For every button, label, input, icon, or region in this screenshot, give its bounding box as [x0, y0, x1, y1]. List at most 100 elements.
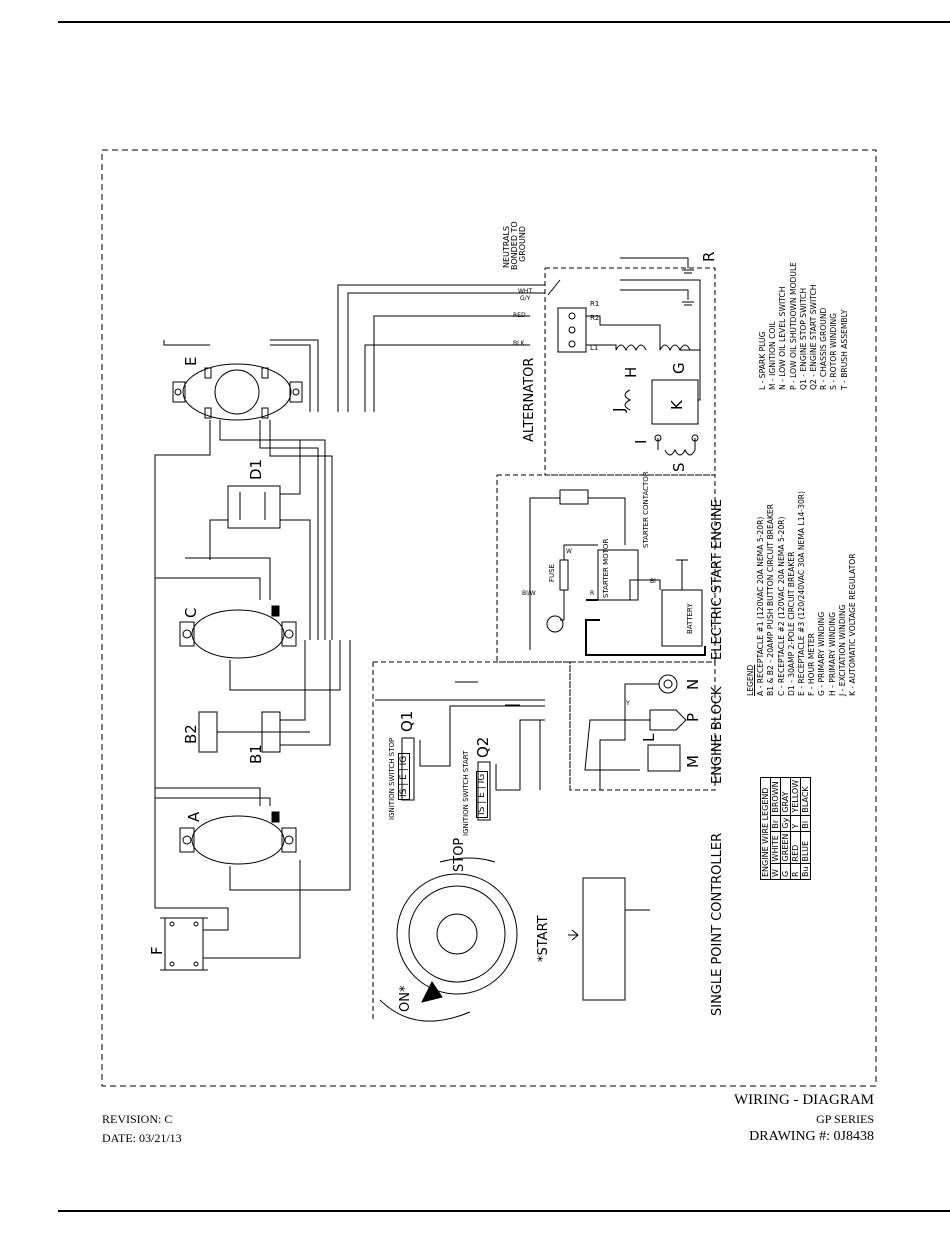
ignition-stop-terminals: IS | E | IG: [398, 752, 410, 800]
wl-color: GRAY: [780, 777, 791, 816]
component-e: E: [182, 356, 200, 366]
label-engine-block: ENGINE BLOCK: [710, 686, 725, 784]
neutrals-note-3: GROUND: [518, 225, 527, 262]
wl-code: Gy: [780, 815, 791, 832]
hour-meter-f: [160, 917, 208, 971]
legend-item-a: A - RECEPTACLE #1 (120VAC 20A NEMA 5-20R…: [756, 516, 766, 696]
component-g: G: [670, 362, 688, 374]
wire-r2: R2: [590, 314, 600, 322]
wl-color: YELLOW: [790, 777, 801, 816]
breaker-b2: [198, 711, 218, 753]
legend-item-t: T - BRUSH ASSEMBLY: [839, 309, 849, 390]
legend-item-j: J - EXCITATION WINDING: [837, 604, 847, 696]
wl-color: GREEN: [780, 831, 791, 864]
footer-revision: REVISION: C: [102, 1112, 173, 1126]
component-h: H: [622, 366, 640, 378]
label-controller: SINGLE POINT CONTROLLER: [710, 832, 725, 1016]
label-ignition-start: IGNITION SWITCH START: [462, 750, 470, 836]
legend-block: LEGEND A - RECEPTACLE #1 (120VAC 20A NEM…: [746, 491, 858, 696]
receptacle-a: [179, 811, 297, 865]
label-on: ON*: [398, 985, 413, 1012]
terminal-is-2: IS: [477, 806, 487, 815]
wire-legend-title: ENGINE WIRE LEGEND: [760, 777, 771, 880]
ignition-start-terminals: IS | E | IG: [476, 770, 488, 818]
label-electric-start: ELECTRIC START ENGINE: [710, 499, 725, 660]
legend-item-r: R - CHASSIS GROUND: [819, 307, 829, 390]
wire-legend-grid: ENGINE WIRE LEGEND W WHITE Br BROWN G GR…: [760, 777, 811, 880]
terminal-is: IS: [399, 788, 409, 797]
wl-code: Bl: [800, 815, 811, 832]
legend-item-p: P - LOW OIL SHUTDOWN MODULE: [788, 262, 798, 390]
legend-item-k: K - AUTOMATIC VOLTAGE REGULATOR: [848, 553, 858, 696]
label-starter-motor: STARTER MOTOR: [602, 538, 610, 598]
wire-blk-1: BLK: [513, 340, 525, 347]
label-alternator: ALTERNATOR: [522, 357, 537, 442]
wire-w: W: [566, 548, 572, 555]
legend-item-b: B1 & B2 - 20AMP PUSH BUTTON CIRCUIT BREA…: [766, 504, 776, 696]
component-a: A: [185, 811, 203, 822]
legend-item-h: H - PRIMARY WINDING: [827, 611, 837, 696]
legend-block-2: L - SPARK PLUG M - IGNITION COIL N - LOW…: [758, 262, 850, 390]
wire-r1: R1: [590, 300, 600, 308]
label-starter-contactor: STARTER CONTACTOR: [642, 471, 650, 548]
component-f: F: [148, 946, 166, 955]
wire-l1: L1: [590, 344, 599, 352]
wl-code: R: [790, 863, 801, 880]
legend-item-q2: Q2 - ENGINE START SWITCH: [809, 284, 819, 390]
wire-y: Y: [626, 700, 630, 707]
component-p: P: [684, 712, 702, 722]
wl-color: BLACK: [800, 777, 811, 816]
component-d1: D1: [247, 458, 265, 480]
wire-wht-1: WHT: [518, 288, 533, 295]
receptacle-e: [172, 363, 303, 421]
legend-item-d1: D1 - 30AMP 2-POLE CIRCUIT BREAKER: [786, 551, 796, 696]
wire-gy-1: G/Y: [520, 295, 531, 302]
ac-wiring: [154, 284, 545, 959]
label-fuse: FUSE: [548, 563, 556, 582]
component-q2: Q2: [474, 736, 492, 758]
bottom-rule: [58, 1210, 950, 1212]
top-rule: [58, 21, 950, 23]
terminal-e: E: [399, 774, 409, 780]
component-i: I: [632, 439, 650, 444]
legend-item-f: F - HOUR METER: [807, 633, 817, 696]
legend-item-q1: Q1 - ENGINE STOP SWITCH: [798, 287, 808, 390]
legend-item-g: G - PRIMARY WINDING: [817, 611, 827, 696]
wire-legend-table: ENGINE WIRE LEGEND W WHITE Br BROWN G GR…: [760, 777, 811, 880]
engine-block: [539, 674, 687, 790]
diagram-frame: [101, 149, 877, 1087]
label-battery: BATTERY: [686, 603, 694, 634]
component-r: R: [700, 251, 718, 262]
component-b1: B1: [247, 744, 265, 764]
wl-code: Br: [770, 815, 781, 832]
wl-color: BROWN: [770, 777, 781, 816]
wire-bl: Bl: [650, 578, 656, 585]
component-l: L: [640, 733, 658, 742]
component-k: K: [668, 400, 686, 410]
wire-blw: Bl/W: [522, 590, 536, 597]
terminal-ig-2: IG: [477, 773, 487, 784]
component-n: N: [684, 678, 702, 690]
legend-item-s: S - ROTOR WINDING: [829, 312, 839, 390]
legend-item-e: E - RECEPTACLE #3 (120/240VAC 30A NEMA L…: [797, 490, 807, 696]
controller-block: [375, 681, 650, 1022]
component-m: M: [684, 755, 702, 768]
component-c: C: [182, 607, 200, 618]
legend-item-l: L - SPARK PLUG: [758, 331, 767, 390]
component-q1: Q1: [398, 710, 416, 732]
component-j: J: [610, 407, 628, 412]
footer-title: WIRING - DIAGRAM: [734, 1092, 874, 1108]
wl-color: WHITE: [770, 831, 781, 864]
legend-item-c: C - RECEPTACLE #2 (120VAC 20A NEMA 5-20R…: [776, 516, 786, 696]
wl-code: W: [770, 863, 781, 880]
wl-color: RED: [790, 831, 801, 864]
section-boundaries: [372, 267, 716, 1022]
alternator-block: [547, 257, 701, 456]
wl-code: Bu: [800, 863, 811, 880]
footer-series: GP SERIES: [816, 1112, 874, 1126]
wl-code: Y: [790, 815, 801, 832]
legend-item-m: M - IGNITION COIL: [768, 321, 778, 390]
breaker-d1: [227, 485, 281, 529]
wire-r: R: [590, 590, 595, 597]
